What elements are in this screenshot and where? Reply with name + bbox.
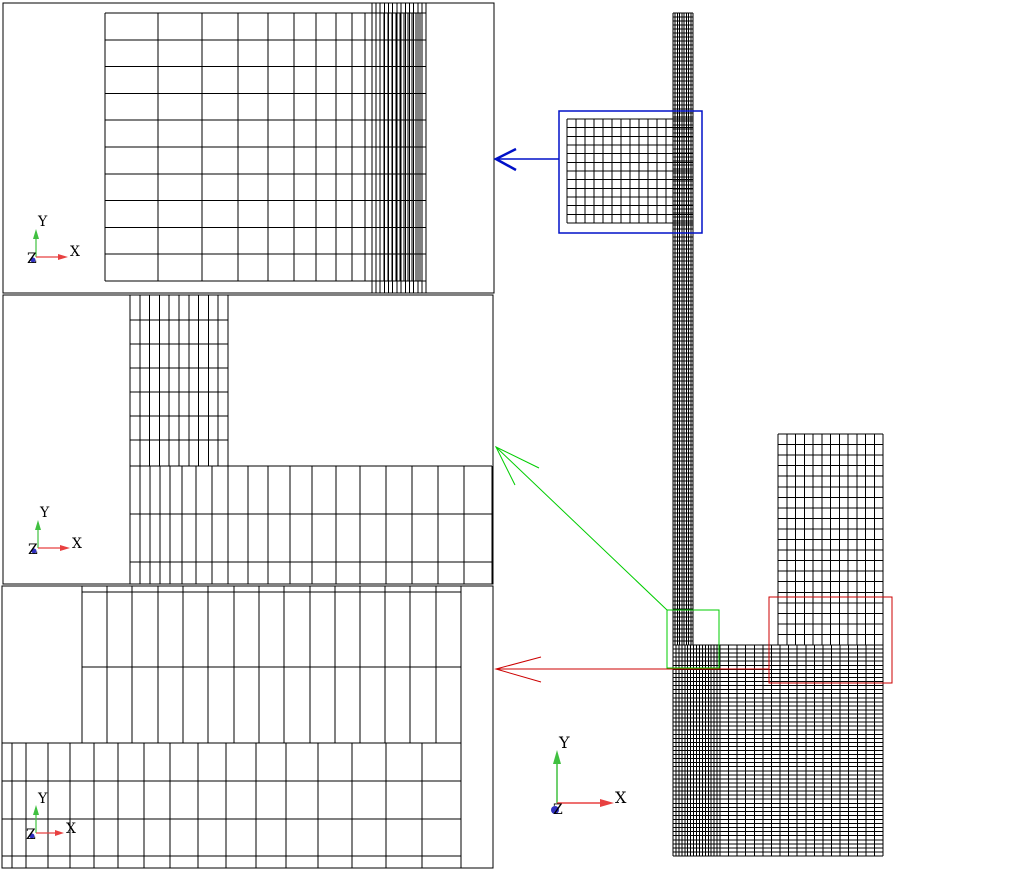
zoom-bottom-mesh xyxy=(1,585,462,869)
axis-z-label: Z xyxy=(553,802,563,818)
detail-bottom-arrowhead xyxy=(494,656,542,683)
axis-z-origin-icon xyxy=(30,257,36,263)
detail-middle-leader-line xyxy=(495,446,668,611)
axis-y-label: Y xyxy=(39,505,50,521)
axis-x-label: X xyxy=(70,244,80,260)
axis-y-label: Y xyxy=(558,733,570,752)
axis-z-label: Z xyxy=(28,542,38,558)
axis-z-origin-icon xyxy=(551,806,559,814)
axis-x-label: X xyxy=(72,536,82,552)
zoom-panel-top xyxy=(2,2,495,294)
axis-x-label: X xyxy=(615,788,627,807)
detail-box-bottom xyxy=(494,596,893,684)
zoom-top-mesh xyxy=(104,3,427,293)
axis-z-origin-icon xyxy=(29,833,35,839)
axis-triad-main: Y X Z xyxy=(551,733,627,818)
zoom-middle-mesh xyxy=(129,294,493,585)
axis-triad-zoom-bottom: Y X Z xyxy=(26,791,76,843)
axis-y-label: Y xyxy=(37,214,48,230)
axis-triad-zoom-top: Y X Z xyxy=(27,214,80,267)
axis-y-label: Y xyxy=(37,791,48,807)
detail-box-top xyxy=(493,110,703,234)
detail-box-middle xyxy=(494,445,720,669)
axis-z-label: Z xyxy=(27,251,37,267)
axis-z-origin-icon xyxy=(31,548,37,554)
main-mesh xyxy=(566,12,884,857)
axis-x-label: X xyxy=(66,821,76,837)
detail-top-arrowhead xyxy=(493,147,517,172)
axis-z-label: Z xyxy=(26,827,36,843)
axis-triad-zoom-middle: Y X Z xyxy=(28,505,82,558)
detail-middle-arrowhead xyxy=(494,445,540,486)
